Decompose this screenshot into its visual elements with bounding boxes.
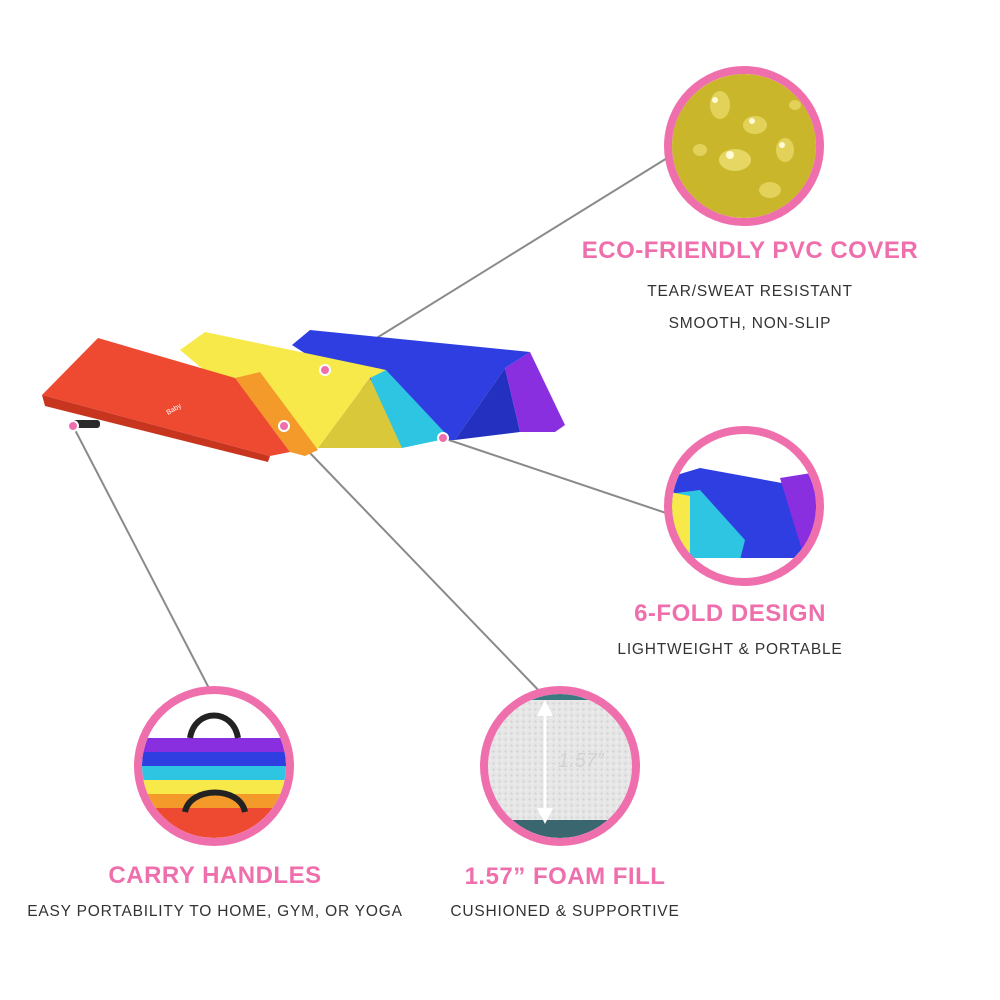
carry-handles-line-1: EASY PORTABILITY TO HOME, GYM, OR YOGA <box>27 903 403 920</box>
mat-red-panel <box>42 338 290 456</box>
foam-fill-line-1: CUSHIONED & SUPPORTIVE <box>450 903 680 920</box>
leader-line-foam <box>283 425 546 698</box>
mat-red-side <box>42 395 270 462</box>
leader-line-eco <box>324 154 673 371</box>
marker-dot-foam <box>278 420 290 432</box>
water-droplets-icon <box>664 66 824 226</box>
carry-handles-title: CARRY HANDLES <box>108 862 322 889</box>
leader-line-fold <box>442 437 673 516</box>
marker-dot-fold <box>437 432 449 444</box>
marker-dot-eco <box>319 364 331 376</box>
mat-blue-edge <box>455 368 520 440</box>
folded-mat-closeup-icon <box>664 426 824 586</box>
foam-thickness-label: 1.57” <box>558 750 604 772</box>
eco-pvc-line-2: SMOOTH, NON-SLIP <box>668 315 832 332</box>
leader-line-carry <box>72 425 213 695</box>
carry-handles-icon <box>134 686 294 846</box>
mat-yellow-shade <box>318 378 402 448</box>
mat-yellow-panel <box>180 332 386 455</box>
foam-thickness-icon <box>480 686 640 846</box>
marker-dot-carry <box>67 420 79 432</box>
six-fold-line-1: LIGHTWEIGHT & PORTABLE <box>617 641 843 658</box>
six-fold-title: 6-FOLD DESIGN <box>634 600 826 627</box>
eco-pvc-title: ECO-FRIENDLY PVC COVER <box>581 237 919 264</box>
mat-blue-panel <box>292 330 530 440</box>
folded-mat: Baby <box>42 330 565 462</box>
leader-lines <box>72 154 673 698</box>
eco-pvc-line-1: TEAR/SWEAT RESISTANT <box>647 283 853 300</box>
mat-purple-panel <box>505 352 565 432</box>
foam-fill-title: 1.57” FOAM FILL <box>464 863 666 890</box>
mat-orange-panel <box>235 372 318 456</box>
